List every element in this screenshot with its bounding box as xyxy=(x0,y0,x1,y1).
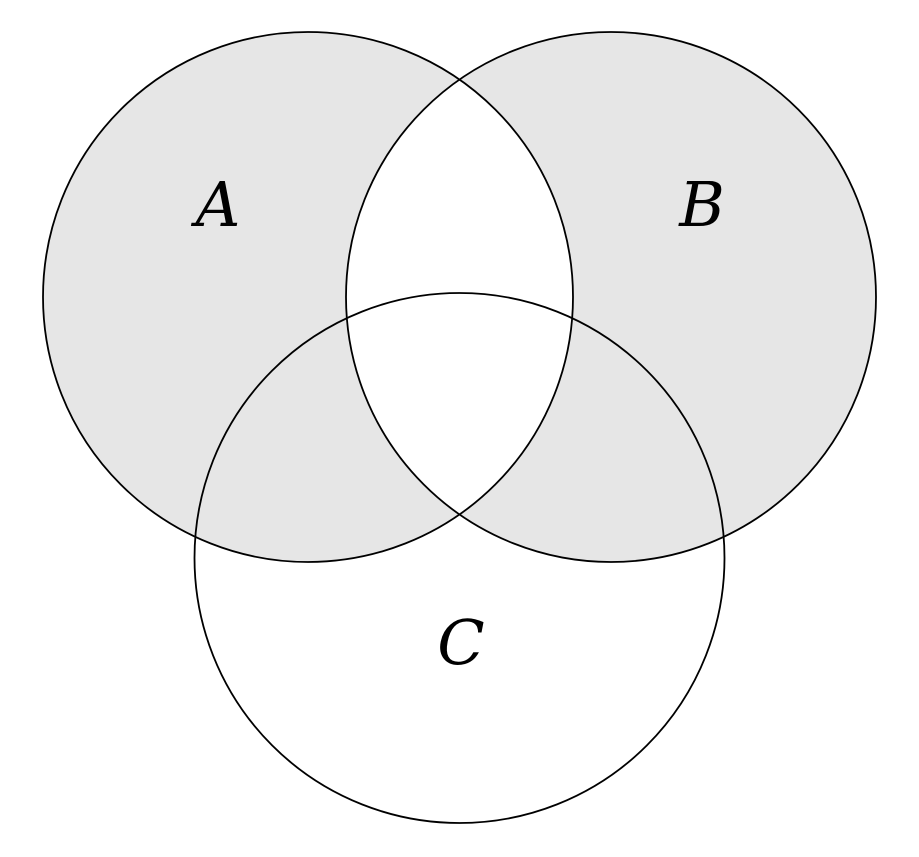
set-circle-c-outline xyxy=(193,292,726,824)
set-label-c: C xyxy=(437,606,485,679)
set-label-b: B xyxy=(679,168,725,241)
set-circle-b-outline xyxy=(345,31,877,563)
set-circle-a-outline xyxy=(42,31,574,563)
shaded-region-a-xor-b xyxy=(43,32,876,562)
set-label-a: A xyxy=(195,168,241,241)
